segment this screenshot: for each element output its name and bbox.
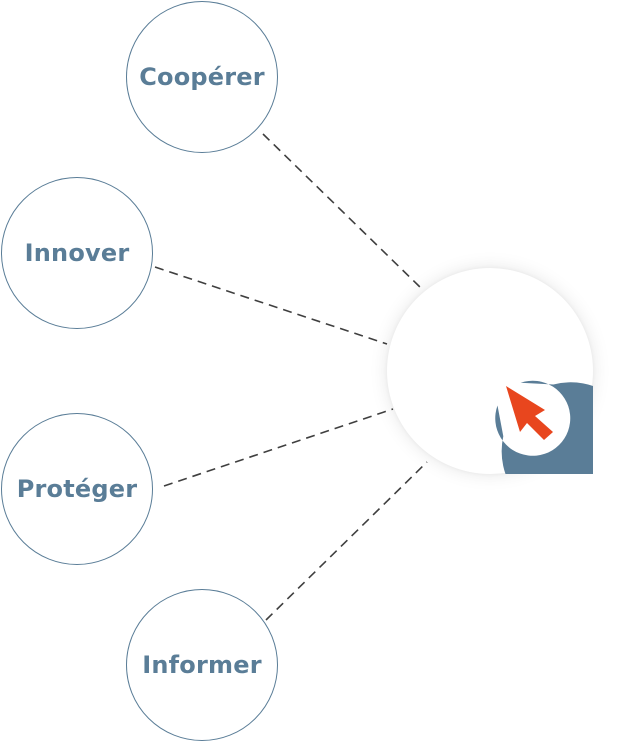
node-label: Protéger — [16, 475, 138, 503]
node-label: Informer — [142, 651, 262, 679]
node-informer: Informer — [126, 589, 278, 741]
logo-cursor — [506, 386, 553, 440]
node-proteger: Protéger — [1, 413, 153, 565]
logo-ring — [495, 380, 593, 474]
node-cooperer: Coopérer — [126, 1, 278, 153]
node-label: Coopérer — [139, 63, 265, 91]
hub-logo — [387, 268, 593, 474]
connector-innover — [154, 266, 388, 345]
connector-cooperer — [262, 133, 424, 291]
connector-proteger — [163, 408, 394, 487]
target-cursor-logo-icon — [495, 380, 593, 474]
node-innover: Innover — [1, 177, 153, 329]
connector-informer — [265, 461, 428, 621]
node-label: Innover — [24, 239, 130, 267]
